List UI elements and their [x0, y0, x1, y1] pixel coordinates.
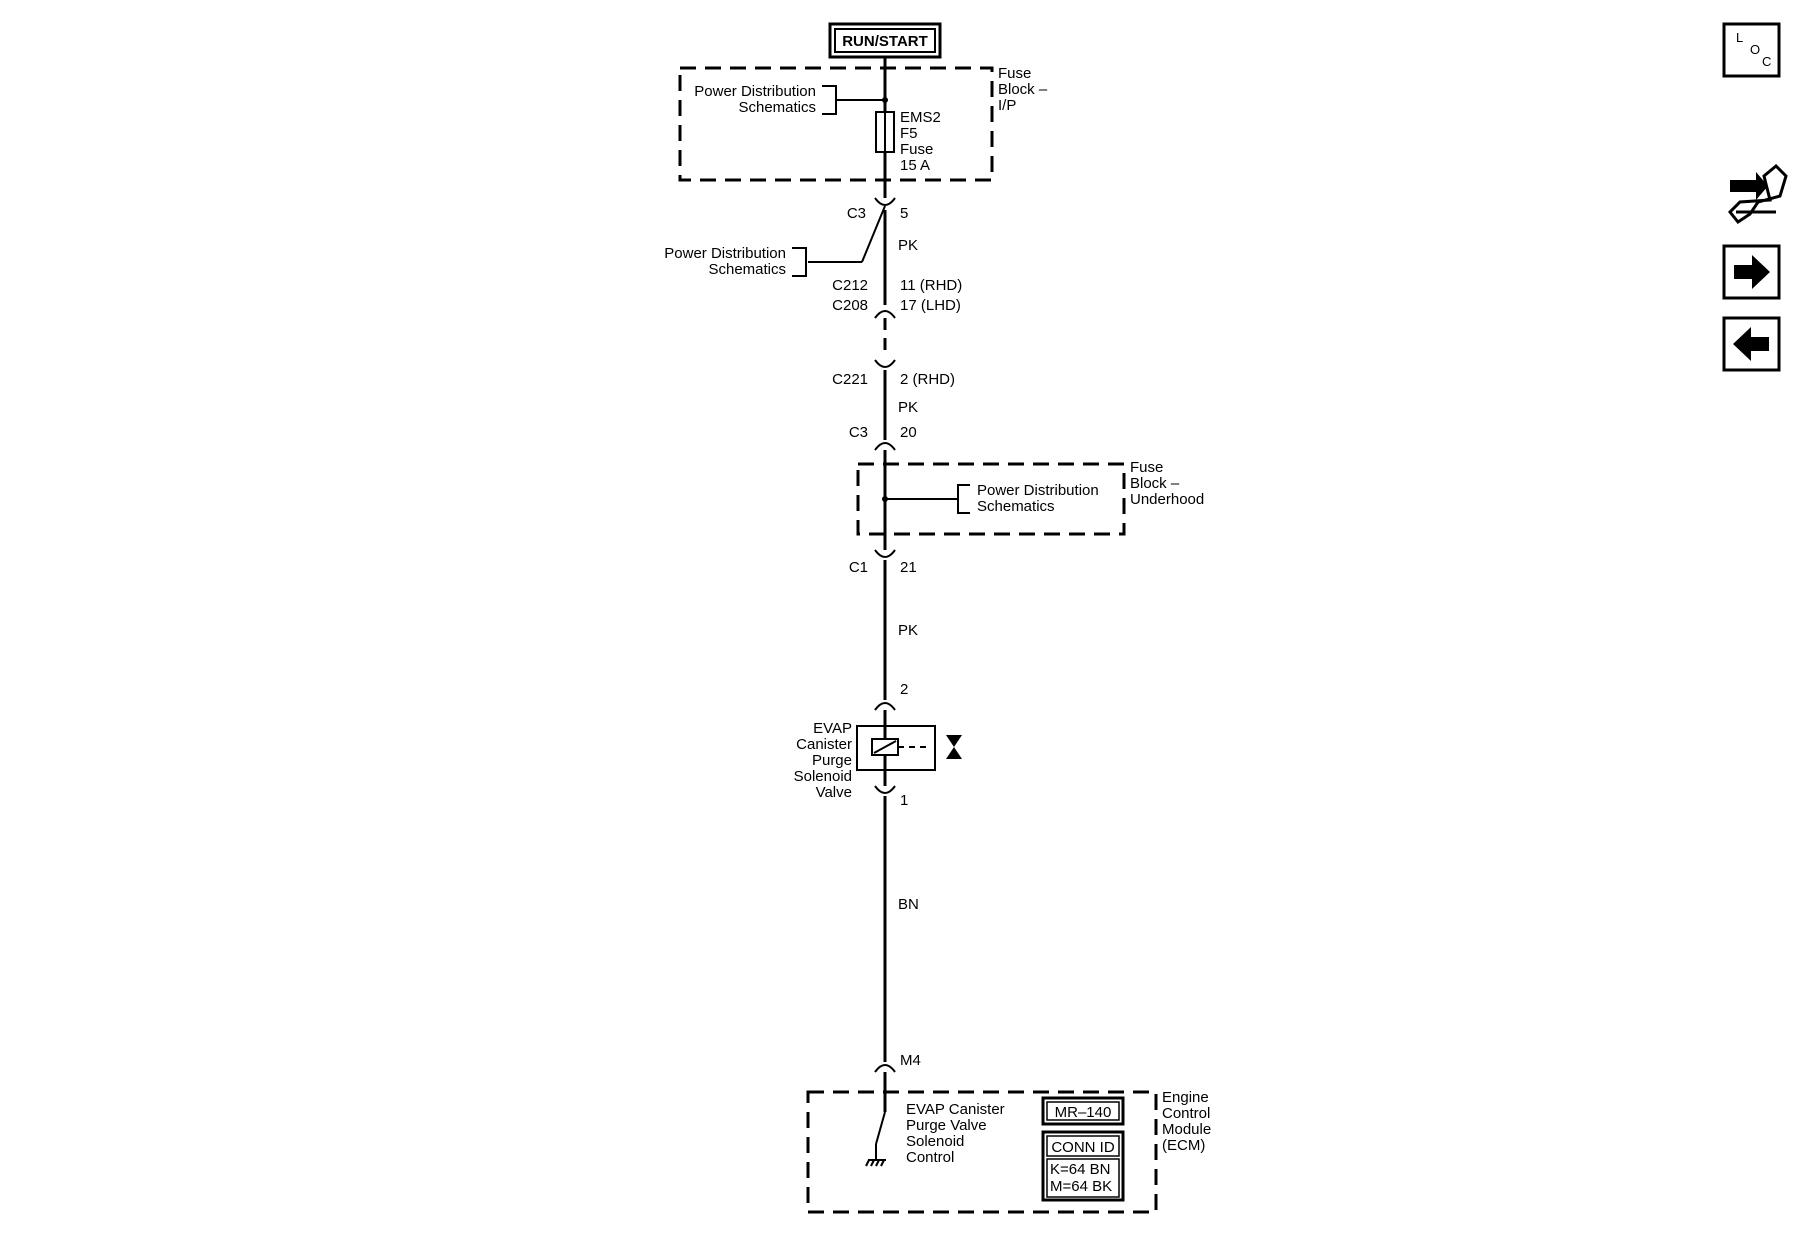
underhood-pds-1: Power Distribution — [977, 482, 1099, 499]
c212-name: C212 — [832, 277, 868, 294]
loc-button[interactable]: L O C — [1722, 22, 1781, 78]
ecm-m4-pin: M4 — [900, 1052, 921, 1069]
fuse-label-3: Fuse — [900, 141, 933, 158]
connector-c1-pin21: C1 21 PK — [849, 549, 918, 639]
fuse-block-ip-label-3: I/P — [998, 97, 1016, 114]
c1-pin: 21 — [900, 559, 917, 576]
solenoid-label-1: EVAP — [813, 720, 852, 737]
c221-pin: 2 (RHD) — [900, 371, 955, 388]
fuse-block-ip: Fuse Block – I/P Power Distribution Sche… — [678, 65, 1048, 182]
ecm-module: Engine Control Module (ECM) EVAP Caniste… — [806, 1088, 1211, 1214]
solenoid-label-4: Solenoid — [794, 768, 852, 785]
ecm-control-1: EVAP Canister — [906, 1101, 1005, 1118]
splice-power-distribution: Power Distribution Schematics PK — [664, 205, 918, 278]
splice-pds-1: Power Distribution — [664, 245, 786, 262]
solenoid-label-5: Valve — [816, 784, 852, 801]
wire-color-pk-2: PK — [898, 399, 918, 416]
loc-letter-o: O — [1750, 42, 1760, 57]
c221-name: C221 — [832, 371, 868, 388]
c3-top-name: C3 — [847, 205, 866, 222]
wire-color-bn: BN — [898, 896, 919, 913]
loc-letter-c: C — [1762, 54, 1771, 69]
c3-top-pin: 5 — [900, 205, 908, 222]
conn-id-title: CONN ID — [1051, 1139, 1115, 1156]
underhood-label-2: Block – — [1130, 475, 1180, 492]
ecm-control-2: Purge Valve — [906, 1117, 987, 1134]
ecm-ref: MR–140 — [1055, 1104, 1112, 1121]
c3-mid-pin: 20 — [900, 424, 917, 441]
connector-c3-pin20: C3 20 — [849, 424, 917, 451]
fuse-block-ip-pds-1: Power Distribution — [694, 83, 816, 100]
connector-c212-c208: C212 11 (RHD) C208 17 (LHD) — [832, 277, 962, 319]
connector-c221: C221 2 (RHD) PK — [832, 359, 955, 416]
valve-icon — [946, 735, 962, 747]
loc-letter-l: L — [1736, 30, 1743, 45]
underhood-pds-2: Schematics — [977, 498, 1055, 515]
ecm-label-4: (ECM) — [1162, 1137, 1205, 1154]
ground-icon — [865, 1159, 886, 1167]
solenoid-pin1: 1 — [900, 792, 908, 809]
underhood-label-1: Fuse — [1130, 459, 1163, 476]
ecm-control-4: Control — [906, 1149, 954, 1166]
wire-color-pk-1: PK — [898, 237, 918, 254]
fuse-block-underhood: Fuse Block – Underhood Power Distributio… — [856, 459, 1204, 536]
component-locator-icon[interactable] — [1727, 163, 1788, 225]
c208-name: C208 — [832, 297, 868, 314]
fuse-label-2: F5 — [900, 125, 918, 142]
ecm-label-3: Module — [1162, 1121, 1211, 1138]
solenoid-pin1-connector: 1 BN — [874, 785, 919, 913]
previous-page-button[interactable] — [1722, 316, 1781, 372]
solenoid-label-2: Canister — [796, 736, 852, 753]
next-page-button[interactable] — [1722, 244, 1781, 300]
power-source-box: RUN/START — [828, 22, 942, 59]
ecm-connector-m4: M4 — [874, 1052, 921, 1073]
ecm-label-2: Control — [1162, 1105, 1210, 1122]
fuse-label-1: EMS2 — [900, 109, 941, 126]
fuse-label-4: 15 A — [900, 157, 930, 174]
fuse-block-ip-pds-2: Schematics — [738, 99, 816, 116]
fuse-block-ip-label-1: Fuse — [998, 65, 1031, 82]
power-source-label: RUN/START — [842, 33, 928, 50]
solenoid-pin2-connector: 2 — [874, 681, 908, 711]
ecm-control-3: Solenoid — [906, 1133, 964, 1150]
arrow-right-icon — [1734, 255, 1770, 289]
underhood-label-3: Underhood — [1130, 491, 1204, 508]
connector-c3-pin5: C3 5 — [847, 197, 908, 222]
ecm-switch — [875, 1111, 886, 1145]
conn-id-line-1: K=64 BN — [1050, 1161, 1110, 1178]
fuse-block-ip-label-2: Block – — [998, 81, 1048, 98]
c1-name: C1 — [849, 559, 868, 576]
splice-pds-2: Schematics — [708, 261, 786, 278]
arrow-left-icon — [1733, 327, 1769, 361]
ecm-label-1: Engine — [1162, 1089, 1209, 1106]
c212-pin: 11 (RHD) — [900, 277, 962, 294]
conn-id-line-2: M=64 BK — [1050, 1178, 1112, 1195]
c208-pin: 17 (LHD) — [900, 297, 961, 314]
evap-solenoid: EVAP Canister Purge Solenoid Valve — [794, 720, 962, 801]
wire-color-pk-3: PK — [898, 622, 918, 639]
solenoid-label-3: Purge — [812, 752, 852, 769]
c3-mid-name: C3 — [849, 424, 868, 441]
solenoid-pin2: 2 — [900, 681, 908, 698]
